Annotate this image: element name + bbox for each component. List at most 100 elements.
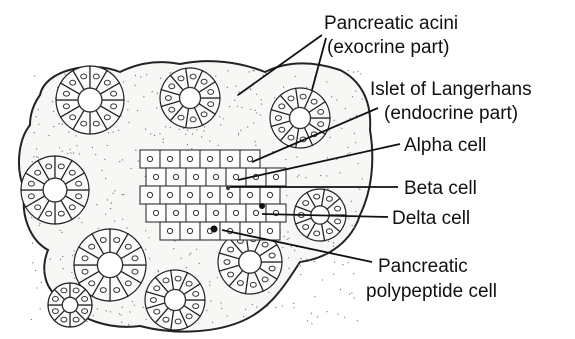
- stipple-dot: [295, 76, 296, 77]
- acinar-nucleus: [335, 219, 341, 224]
- acinar-nucleus: [163, 317, 169, 322]
- stipple-dot: [122, 159, 123, 160]
- acinar-nucleus: [52, 309, 58, 314]
- acinus: [160, 68, 220, 128]
- acinar-nucleus: [303, 225, 309, 230]
- stipple-dot: [53, 111, 54, 112]
- acinar-nucleus: [28, 181, 34, 186]
- stipple-dot: [311, 323, 312, 324]
- stipple-dot: [41, 282, 42, 283]
- stipple-dot: [268, 292, 269, 293]
- stipple-dot: [355, 142, 356, 143]
- stipple-dot: [311, 313, 312, 314]
- stipple-dot: [307, 320, 308, 321]
- stipple-dot: [191, 148, 192, 149]
- stipple-dot: [36, 287, 37, 288]
- stipple-dot: [329, 130, 330, 131]
- stipple-dot: [353, 71, 354, 72]
- stipple-dot: [291, 246, 292, 247]
- stipple-dot: [93, 315, 94, 316]
- stipple-dot: [330, 137, 331, 138]
- stipple-dot: [348, 218, 349, 219]
- acinar-nucleus: [190, 74, 196, 79]
- stipple-dot: [357, 163, 358, 164]
- acinar-nucleus: [154, 309, 160, 314]
- stipple-dot: [356, 115, 357, 116]
- acinar-nucleus: [81, 74, 87, 79]
- stipple-dot: [314, 296, 315, 297]
- pp-cell-marker: [211, 226, 218, 233]
- acinar-nucleus: [58, 164, 64, 169]
- stipple-dot: [79, 153, 80, 154]
- stipple-dot: [362, 178, 363, 179]
- stipple-dot: [339, 172, 340, 173]
- stipple-dot: [227, 315, 228, 316]
- stipple-dot: [150, 133, 151, 134]
- acinar-nucleus: [81, 121, 87, 126]
- stipple-dot: [33, 156, 34, 157]
- islet-nucleus: [173, 174, 178, 179]
- stipple-dot: [334, 262, 335, 263]
- stipple-dot: [334, 120, 335, 121]
- stipple-dot: [260, 115, 261, 116]
- stipple-dot: [326, 81, 327, 82]
- acinar-nucleus: [279, 127, 285, 132]
- acinar-nucleus: [178, 76, 184, 81]
- stipple-dot: [223, 118, 224, 119]
- acinar-nucleus: [28, 194, 34, 199]
- stipple-dot: [354, 227, 355, 228]
- stipple-dot: [107, 145, 108, 146]
- stipple-dot: [327, 188, 328, 189]
- acinar-nucleus: [73, 288, 79, 293]
- stipple-dot: [82, 222, 83, 223]
- stipple-dot: [217, 277, 218, 278]
- stipple-dot: [351, 292, 352, 293]
- islet-nucleus: [187, 192, 192, 197]
- stipple-dot: [114, 190, 115, 191]
- acinar-nucleus: [300, 94, 306, 99]
- stipple-dot: [192, 133, 193, 134]
- stipple-dot: [32, 161, 33, 162]
- stipple-dot: [355, 211, 356, 212]
- acinar-nucleus: [63, 104, 69, 109]
- acinus-lumen: [239, 251, 261, 273]
- acinar-nucleus: [58, 211, 64, 216]
- acinus: [48, 283, 92, 327]
- acinar-nucleus: [63, 91, 69, 96]
- stipple-dot: [97, 308, 98, 309]
- acinar-nucleus: [46, 164, 52, 169]
- islet-nucleus: [187, 156, 192, 161]
- stipple-dot: [183, 128, 184, 129]
- stipple-dot: [341, 128, 342, 129]
- acinar-nucleus: [93, 121, 99, 126]
- stipple-dot: [212, 322, 213, 323]
- stipple-dot: [209, 281, 210, 282]
- stipple-dot: [275, 307, 276, 308]
- stipple-dot: [35, 270, 36, 271]
- stipple-dot: [40, 308, 41, 309]
- acinus: [145, 270, 205, 330]
- acinar-nucleus: [237, 281, 243, 286]
- islet-nucleus: [227, 156, 232, 161]
- stipple-dot: [71, 272, 72, 273]
- stipple-dot: [196, 129, 197, 130]
- stipple-dot: [70, 152, 71, 153]
- islet-nucleus: [153, 174, 158, 179]
- stipple-dot: [145, 230, 146, 231]
- acinar-nucleus: [114, 288, 120, 293]
- label-pp-cell-line2: polypeptide cell: [366, 281, 497, 302]
- stipple-dot: [201, 136, 202, 137]
- stipple-dot: [122, 307, 123, 308]
- acinar-nucleus: [175, 276, 181, 281]
- stipple-dot: [229, 106, 230, 107]
- islet-nucleus: [167, 156, 172, 161]
- stipple-dot: [50, 259, 51, 260]
- islet-nucleus: [247, 156, 252, 161]
- acinar-nucleus: [314, 194, 320, 199]
- stipple-dot: [135, 150, 136, 151]
- stipple-dot: [254, 70, 255, 71]
- stipple-dot: [331, 96, 332, 97]
- stipple-dot: [79, 218, 80, 219]
- stipple-dot: [32, 262, 33, 263]
- stipple-dot: [76, 145, 77, 146]
